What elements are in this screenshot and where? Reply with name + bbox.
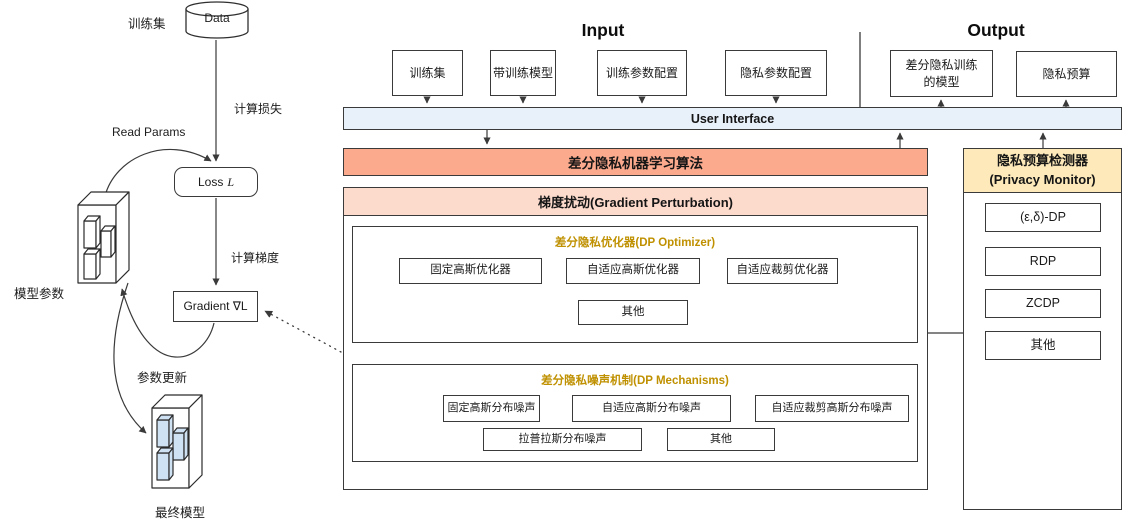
optimizer-box-adaptive-gaussian: 自适应高斯优化器 — [566, 258, 700, 284]
monitor-box-zcdp: ZCDP — [985, 289, 1101, 318]
output-title: Output — [967, 20, 1025, 40]
optimizer-box-adaptive-clipping: 自适应裁剪优化器 — [727, 258, 838, 284]
mechanism-box-other: 其他 — [667, 428, 775, 451]
privacy-monitor-header: 隐私预算检测器 (Privacy Monitor) — [963, 148, 1122, 193]
arrow-param-update — [120, 288, 215, 358]
dotted-arrow-perturbation-to-gradient — [264, 310, 342, 353]
dp-optimizer-container: 差分隐私优化器(DP Optimizer) — [352, 226, 918, 343]
loss-node-text: Loss — [197, 174, 224, 189]
mechanism-box-adaptive-gaussian-noise: 自适应高斯分布噪声 — [572, 395, 731, 422]
input-box-privacy-params: 隐私参数配置 — [725, 50, 827, 96]
compute-gradient-label: 计算梯度 — [231, 251, 280, 265]
user-interface-bar: User Interface — [343, 107, 1122, 130]
output-arrows — [937, 99, 1070, 107]
loss-node-symbol: L — [227, 174, 235, 189]
monitor-box-rdp: RDP — [985, 247, 1101, 276]
database-cylinder-icon — [185, 1, 249, 39]
optimizer-box-fixed-gaussian: 固定高斯优化器 — [399, 258, 542, 284]
gradient-node: Gradient ∇L — [173, 291, 258, 322]
mechanism-box-laplace-noise: 拉普拉斯分布噪声 — [483, 428, 642, 451]
dp-ml-algorithm-bar: 差分隐私机器学习算法 — [343, 148, 928, 176]
output-box-dp-model: 差分隐私训练的模型 — [890, 50, 993, 97]
arrow-read-params — [104, 148, 212, 197]
final-model-label: 最终模型 — [155, 506, 206, 520]
data-cylinder-label: Data — [204, 11, 230, 25]
dp-optimizer-title: 差分隐私优化器(DP Optimizer) — [554, 237, 716, 249]
arrow-to-final-model — [113, 282, 147, 434]
mechanism-box-adaptive-clipping-gaussian-noise: 自适应裁剪高斯分布噪声 — [755, 395, 909, 422]
output-box-privacy-budget: 隐私预算 — [1016, 51, 1117, 97]
param-update-label: 参数更新 — [137, 371, 188, 385]
gradient-perturbation-header: 梯度扰动(Gradient Perturbation) — [343, 187, 928, 216]
output-box-dp-model-text: 差分隐私训练的模型 — [905, 58, 978, 89]
final-model-icon — [151, 394, 203, 489]
privacy-monitor-title-en: (Privacy Monitor) — [989, 171, 1096, 187]
input-arrows — [423, 96, 780, 104]
model-params-label: 模型参数 — [14, 287, 65, 301]
input-box-training-set: 训练集 — [392, 50, 463, 96]
input-box-training-params: 训练参数配置 — [597, 50, 687, 96]
read-params-label: Read Params — [112, 125, 186, 139]
dp-mechanisms-title: 差分隐私噪声机制(DP Mechanisms) — [541, 375, 729, 387]
mechanism-box-fixed-gaussian-noise: 固定高斯分布噪声 — [443, 395, 540, 422]
training-set-label: 训练集 — [128, 17, 166, 31]
input-box-pretrained-model: 带训练模型 — [490, 50, 556, 96]
monitor-box-epsilon-delta-dp: (ε,δ)-DP — [985, 203, 1101, 232]
monitor-box-other: 其他 — [985, 331, 1101, 360]
privacy-monitor-title-cn: 隐私预算检测器 — [996, 152, 1088, 168]
input-title: Input — [581, 20, 625, 40]
optimizer-box-other: 其他 — [578, 300, 688, 325]
model-params-icon — [77, 191, 130, 284]
compute-loss-label: 计算损失 — [234, 102, 283, 116]
